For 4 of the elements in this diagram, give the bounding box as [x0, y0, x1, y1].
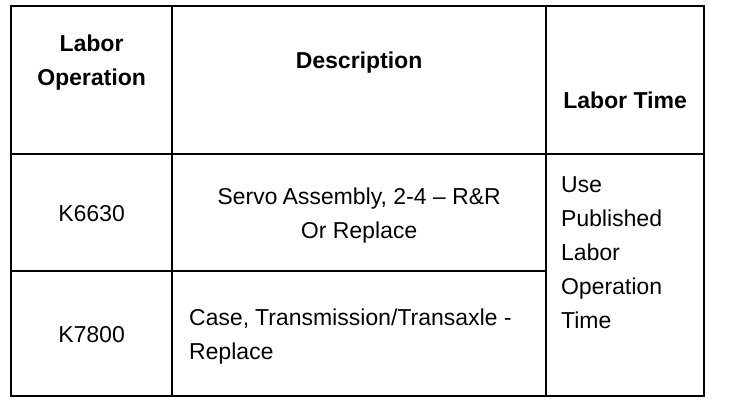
table-cell: Use Published Labor Operation Time	[545, 153, 705, 397]
table-cell: K7800	[10, 270, 173, 397]
header-cell: Labor Time	[545, 5, 705, 155]
header-cell: Labor Operation	[10, 5, 173, 155]
